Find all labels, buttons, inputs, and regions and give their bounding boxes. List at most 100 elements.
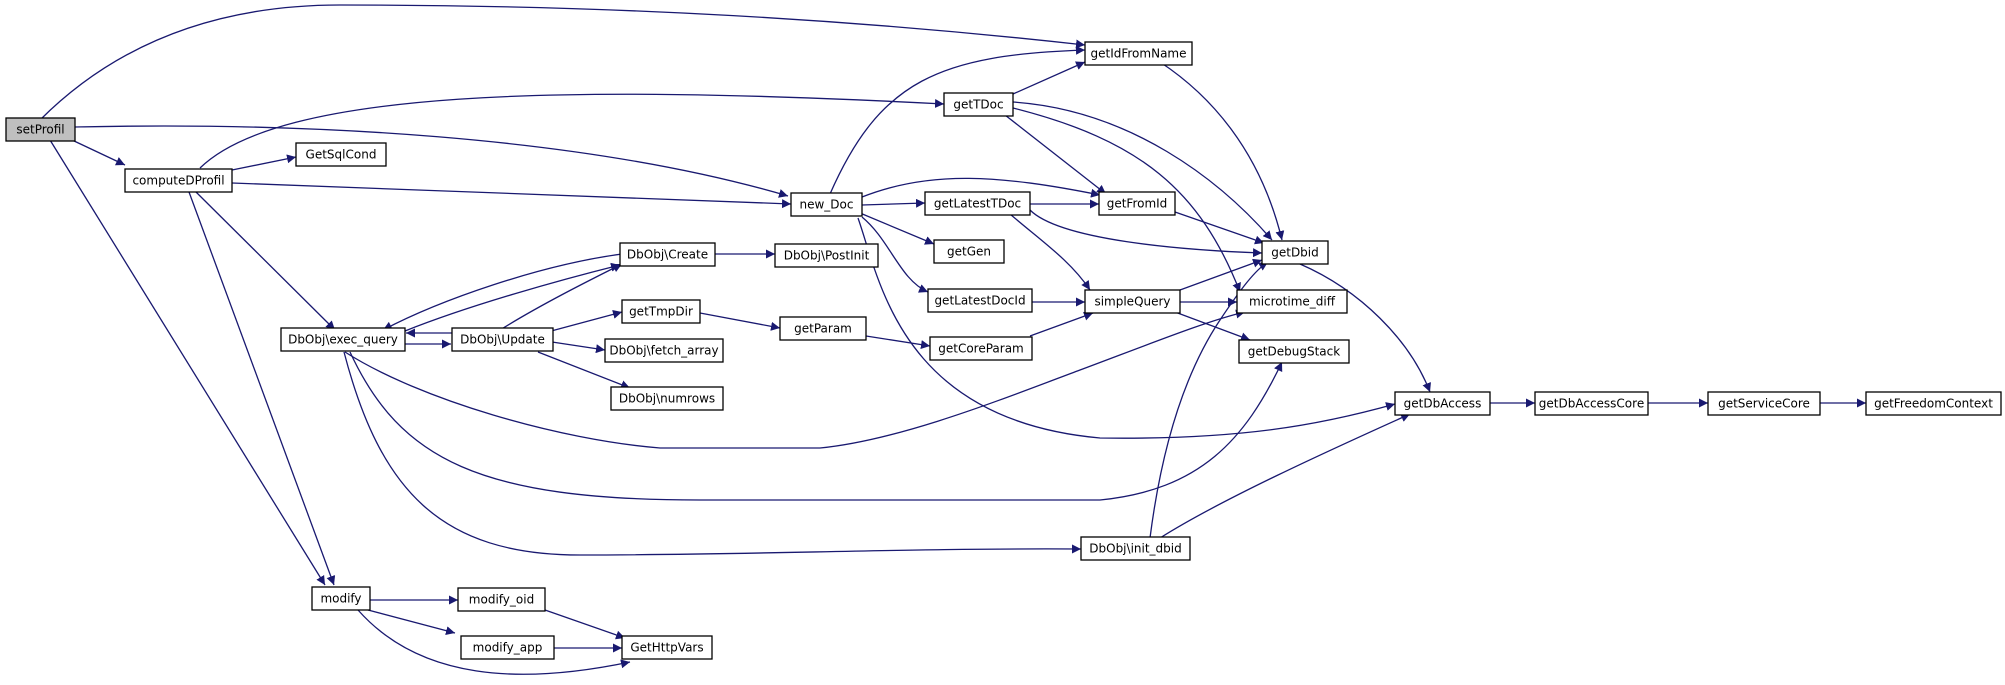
node-label: new_Doc: [800, 198, 854, 212]
node-setProfil[interactable]: setProfil: [5, 117, 76, 142]
edge-computeDProfil-GetSqlCond: [231, 154, 297, 171]
node-label: getFromId: [1107, 197, 1168, 211]
node-label: GetSqlCond: [306, 148, 377, 162]
edge-new_Doc-getGen: [859, 212, 935, 245]
edge-getTDoc-getFromId: [1004, 114, 1107, 195]
edge-computeDProfil-new_Doc: [231, 182, 792, 209]
edge-new_Doc-getFromId: [861, 177, 1101, 198]
node-new_Doc[interactable]: new_Doc: [790, 192, 863, 217]
edge-computeDProfil-exec_query: [195, 191, 336, 331]
node-label: getServiceCore: [1718, 397, 1810, 411]
node-label: getDebugStack: [1248, 345, 1340, 359]
node-label: getParam: [794, 322, 852, 336]
edge-new_Doc-getDbAccess: [857, 217, 1396, 439]
node-label: simpleQuery: [1094, 295, 1170, 309]
node-label: getDbAccess: [1404, 397, 1482, 411]
nodes: setProfil computeDProfil GetSqlCond getT…: [5, 41, 2002, 660]
node-DbObjExecQuery[interactable]: DbObj\exec_query: [280, 327, 406, 352]
node-DbObjNumrows[interactable]: DbObj\numrows: [610, 386, 724, 411]
node-modify_oid[interactable]: modify_oid: [457, 587, 546, 612]
node-GetSqlCond[interactable]: GetSqlCond: [295, 142, 387, 167]
node-label: microtime_diff: [1249, 295, 1336, 309]
node-DbObjCreate[interactable]: DbObj\Create: [619, 242, 716, 267]
node-label: DbObj\fetch_array: [609, 344, 718, 358]
edge-Create-exec_query: [382, 253, 623, 331]
node-label: modify_oid: [469, 593, 534, 607]
edge-getFromId-getDbid: [1174, 211, 1265, 245]
node-getTDoc[interactable]: getTDoc: [943, 92, 1014, 117]
edge-setProfil-modify: [49, 139, 326, 586]
edge-new_Doc-getLatestTDoc: [861, 198, 926, 208]
node-getIdFromName[interactable]: getIdFromName: [1084, 41, 1193, 66]
edge-getLatestTDoc-simpleQuery: [1009, 213, 1091, 291]
node-label: modify_app: [473, 641, 543, 655]
node-label: getDbAccessCore: [1539, 397, 1644, 411]
edge-getIdFromName-getDbid: [1159, 61, 1285, 241]
edge-modify-modify_app: [367, 609, 456, 636]
edge-Update-Create: [499, 263, 623, 331]
node-label: getCoreParam: [938, 342, 1024, 356]
node-getDbAccess[interactable]: getDbAccess: [1394, 391, 1491, 416]
node-getTmpDir[interactable]: getTmpDir: [621, 299, 701, 324]
edge-getParam-getCoreParam: [865, 335, 931, 350]
edge-init_dbid-getDbid: [1149, 261, 1269, 539]
node-label: GetHttpVars: [630, 641, 703, 655]
node-getParam[interactable]: getParam: [779, 316, 867, 341]
node-getLatestTDoc[interactable]: getLatestTDoc: [924, 191, 1031, 216]
node-getDbid[interactable]: getDbid: [1261, 240, 1329, 265]
edge-Update-getTmpDir: [539, 309, 623, 335]
node-getFromId[interactable]: getFromId: [1098, 191, 1176, 216]
edge-computeDProfil-modify: [188, 191, 336, 586]
node-label: getTmpDir: [629, 305, 693, 319]
node-getDebugStack[interactable]: getDebugStack: [1238, 339, 1350, 364]
node-getLatestDocId[interactable]: getLatestDocId: [927, 288, 1033, 313]
node-label: DbObj\numrows: [619, 392, 715, 406]
node-label: DbObj\exec_query: [288, 333, 398, 347]
edge-new_Doc-getLatestDocId: [861, 216, 929, 293]
edge-exec_query-getDebugStack: [349, 351, 1283, 501]
node-simpleQuery[interactable]: simpleQuery: [1084, 289, 1181, 314]
node-label: getLatestTDoc: [934, 197, 1021, 211]
node-getCoreParam[interactable]: getCoreParam: [929, 336, 1033, 361]
node-label: setProfil: [16, 123, 64, 137]
edge-simpleQuery-getDbid: [1179, 258, 1263, 291]
node-getGen[interactable]: getGen: [933, 239, 1005, 264]
edge-modify-GetHttpVars: [357, 609, 631, 675]
edge-setProfil-getIdFromName: [39, 4, 1086, 121]
edge-setProfil-new_Doc: [74, 125, 789, 198]
node-DbObjUpdate[interactable]: DbObj\Update: [451, 327, 554, 352]
edge-exec_query-init_dbid: [343, 351, 1082, 556]
edge-getLatestTDoc-getDbid: [1029, 209, 1263, 258]
edge-new_Doc-getIdFromName: [829, 45, 1086, 195]
node-label: modify: [320, 592, 361, 606]
node-getServiceCore[interactable]: getServiceCore: [1707, 391, 1821, 416]
edge-getDbid-getDbAccess: [1299, 263, 1431, 393]
node-label: DbObj\Create: [627, 248, 708, 262]
node-modify_app[interactable]: modify_app: [460, 635, 555, 660]
node-DbObjInitDbid[interactable]: DbObj\init_dbid: [1080, 536, 1191, 561]
node-label: getIdFromName: [1091, 47, 1187, 61]
node-microtime_diff[interactable]: microtime_diff: [1236, 289, 1348, 314]
edge-Update-fetch_array: [551, 341, 606, 354]
edge-getTDoc-getIdFromName: [1012, 61, 1086, 95]
node-getFreedomContext[interactable]: getFreedomContext: [1865, 391, 2002, 416]
node-label: getDbid: [1271, 246, 1319, 260]
node-label: DbObj\Update: [460, 333, 545, 347]
edge-init_dbid-getDbAccess: [1159, 413, 1411, 539]
edge-getTmpDir-getParam: [699, 312, 781, 331]
edge-getTDoc-microtime_diff: [1012, 107, 1241, 293]
edge-computeDProfil-getTDoc: [199, 93, 945, 169]
node-GetHttpVars[interactable]: GetHttpVars: [621, 635, 713, 660]
edge-getTDoc-getDbid: [1012, 101, 1273, 241]
node-getDbAccessCore[interactable]: getDbAccessCore: [1534, 391, 1649, 416]
edge-setProfil-computeDProfil: [71, 139, 126, 166]
edge-exec_query-microtime_diff: [344, 309, 1246, 449]
node-DbObjFetchArray[interactable]: DbObj\fetch_array: [604, 338, 724, 363]
node-DbObjPostInit[interactable]: DbObj\PostInit: [774, 243, 879, 268]
node-modify[interactable]: modify: [311, 586, 371, 611]
node-computeDProfil[interactable]: computeDProfil: [124, 168, 233, 193]
node-label: getGen: [947, 245, 991, 259]
edge-modify_oid-GetHttpVars: [544, 609, 626, 640]
node-label: getTDoc: [953, 98, 1003, 112]
